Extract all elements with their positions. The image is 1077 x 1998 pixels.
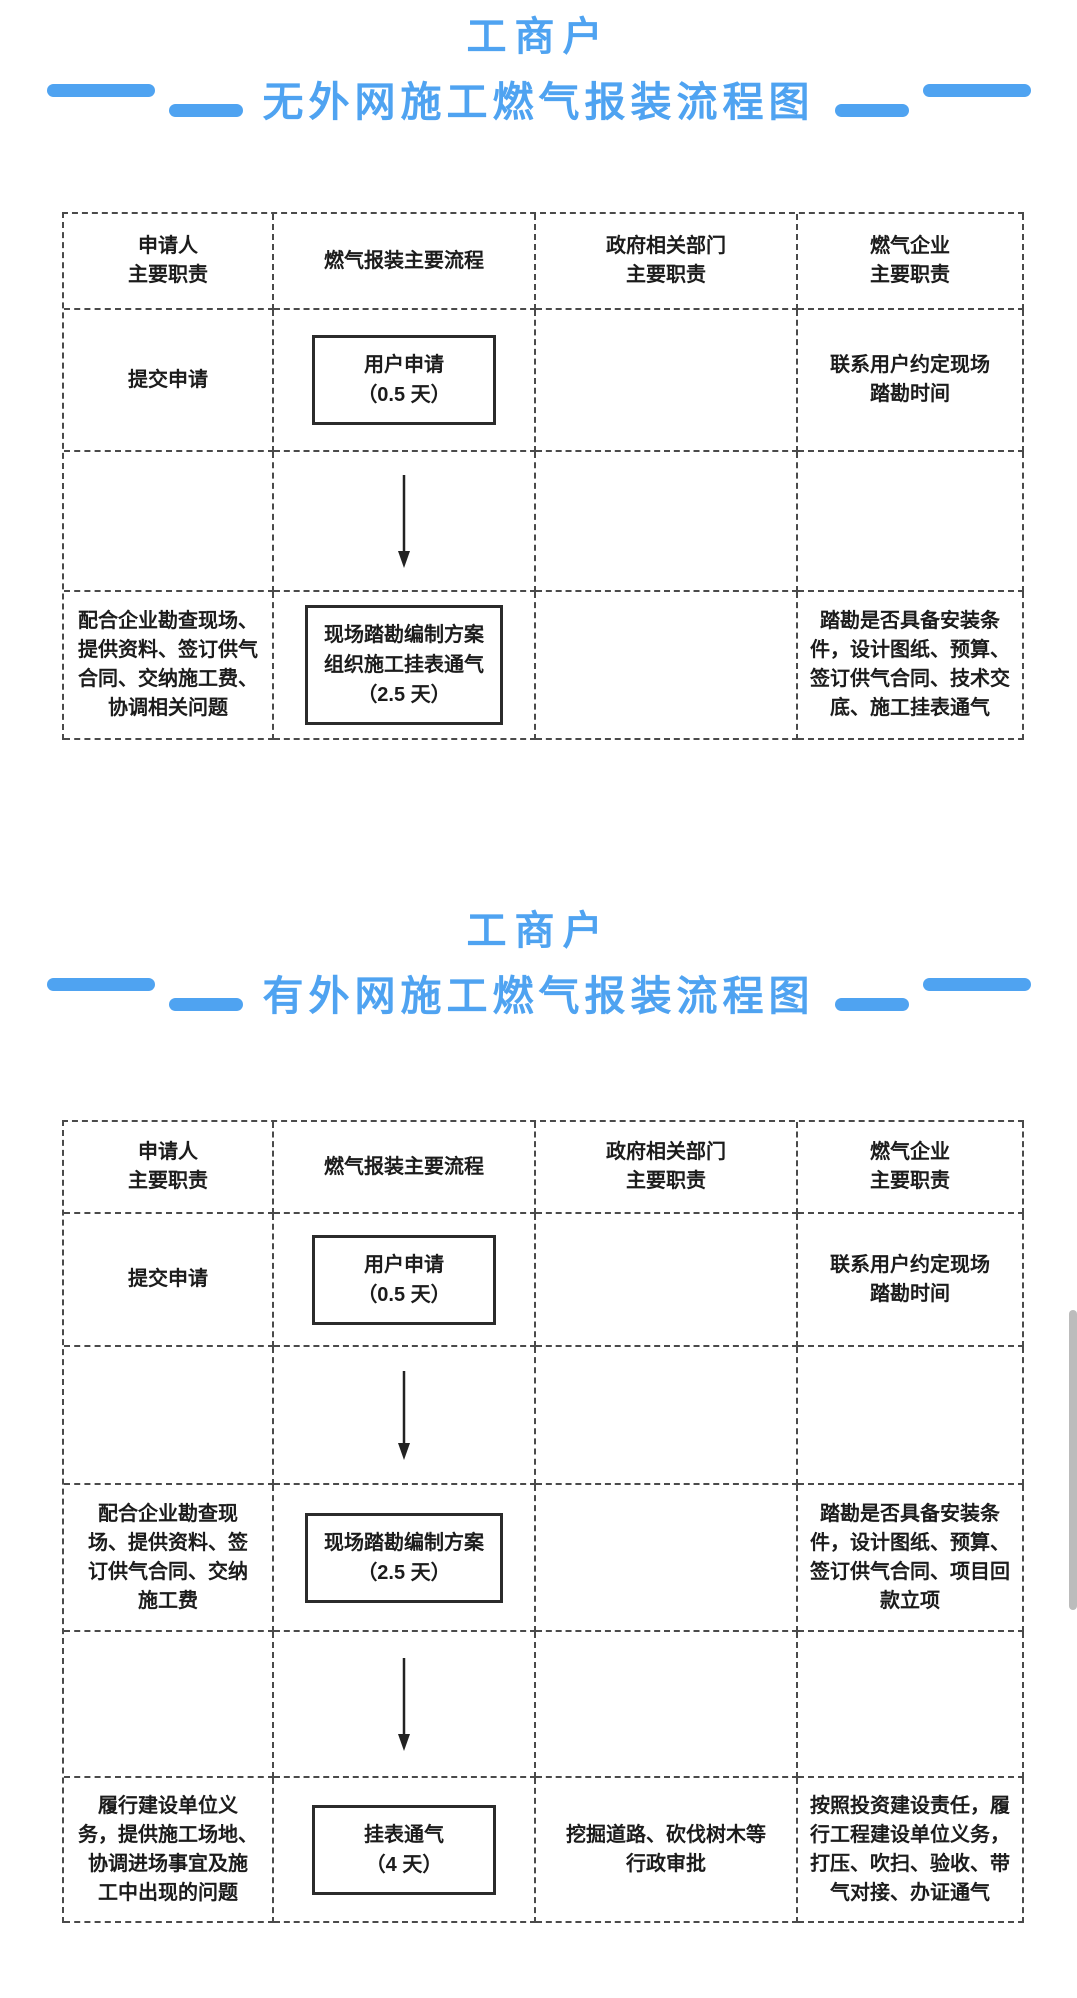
flow-step-box-user-apply: 用户申请 （0.5 天） — [312, 1234, 496, 1325]
decorative-dashes-left-icon — [46, 75, 243, 121]
page-title: 工商户 — [466, 15, 611, 59]
subtitle-row: 有外网施工燃气报装流程图 — [0, 962, 1077, 1022]
section-heading-with-external: 工商户 有外网施工燃气报装流程图 — [0, 908, 1077, 1022]
section-subtitle: 无外网施工燃气报装流程图 — [262, 79, 815, 125]
cell-company-survey: 踏勘是否具备安装条 件，设计图纸、预算、 签订供气合同、技术交 底、施工挂表通气 — [798, 592, 1024, 740]
column-header-government: 政府相关部门 主要职责 — [536, 1122, 798, 1214]
flow-step-box-survey: 现场踏勘编制方案 （2.5 天） — [305, 1512, 503, 1603]
flow-table-with-external: 申请人 主要职责 燃气报装主要流程 政府相关部门 主要职责 燃气企业 主要职责 … — [62, 1120, 1024, 1923]
column-header-process: 燃气报装主要流程 — [274, 1122, 536, 1214]
column-header-applicant: 申请人 主要职责 — [64, 1122, 274, 1214]
cell-company-contact: 联系用户约定现场 踏勘时间 — [798, 1214, 1024, 1347]
page-title: 工商户 — [466, 909, 611, 953]
flow-step-box-survey: 现场踏勘编制方案 组织施工挂表通气 （2.5 天） — [305, 605, 503, 725]
down-arrow-icon — [398, 475, 410, 568]
flow-step-box-user-apply: 用户申请 （0.5 天） — [312, 335, 496, 425]
section-heading-no-external: 工商户 无外网施工燃气报装流程图 — [0, 14, 1077, 128]
cell-step-2: 现场踏勘编制方案 组织施工挂表通气 （2.5 天） — [274, 592, 536, 740]
cell-arrow — [274, 452, 536, 592]
scrollbar-thumb[interactable] — [1069, 1310, 1077, 1610]
cell-company-contact: 联系用户约定现场 踏勘时间 — [798, 310, 1024, 452]
decorative-dashes-right-icon — [834, 969, 1031, 1015]
cell-company-survey: 踏勘是否具备安装条 件，设计图纸、预算、 签订供气合同、项目回 款立项 — [798, 1485, 1024, 1632]
empty-cell — [798, 1632, 1024, 1778]
section-subtitle: 有外网施工燃气报装流程图 — [262, 973, 815, 1019]
column-header-government: 政府相关部门 主要职责 — [536, 214, 798, 310]
down-arrow-icon — [398, 1371, 410, 1460]
cell-gov-approval: 挖掘道路、砍伐树木等 行政审批 — [536, 1778, 798, 1923]
empty-cell — [64, 1632, 274, 1778]
empty-cell — [536, 1632, 798, 1778]
empty-cell — [536, 592, 798, 740]
empty-cell — [536, 1214, 798, 1347]
flow-table-no-external: 申请人 主要职责 燃气报装主要流程 政府相关部门 主要职责 燃气企业 主要职责 … — [62, 212, 1024, 740]
decorative-dashes-left-icon — [46, 969, 243, 1015]
cell-step-1: 用户申请 （0.5 天） — [274, 310, 536, 452]
empty-cell — [536, 1347, 798, 1485]
flow-step-box-meter-gas: 挂表通气 （4 天） — [312, 1804, 496, 1895]
cell-applicant-cooperate: 配合企业勘查现 场、提供资料、签 订供气合同、交纳 施工费 — [64, 1485, 274, 1632]
cell-step-1: 用户申请 （0.5 天） — [274, 1214, 536, 1347]
empty-cell — [536, 310, 798, 452]
empty-cell — [536, 1485, 798, 1632]
cell-applicant-cooperate: 配合企业勘查现场、 提供资料、签订供气 合同、交纳施工费、 协调相关问题 — [64, 592, 274, 740]
cell-arrow — [274, 1347, 536, 1485]
empty-cell — [64, 452, 274, 592]
empty-cell — [64, 1347, 274, 1485]
empty-cell — [798, 1347, 1024, 1485]
column-header-gas-company: 燃气企业 主要职责 — [798, 1122, 1024, 1214]
cell-applicant-submit: 提交申请 — [64, 310, 274, 452]
empty-cell — [798, 452, 1024, 592]
column-header-gas-company: 燃气企业 主要职责 — [798, 214, 1024, 310]
cell-applicant-duty: 履行建设单位义 务，提供施工场地、 协调进场事宜及施 工中出现的问题 — [64, 1778, 274, 1923]
empty-cell — [536, 452, 798, 592]
cell-step-3: 挂表通气 （4 天） — [274, 1778, 536, 1923]
column-header-applicant: 申请人 主要职责 — [64, 214, 274, 310]
column-header-process: 燃气报装主要流程 — [274, 214, 536, 310]
cell-applicant-submit: 提交申请 — [64, 1214, 274, 1347]
cell-step-2: 现场踏勘编制方案 （2.5 天） — [274, 1485, 536, 1632]
decorative-dashes-right-icon — [834, 75, 1031, 121]
cell-company-final: 按照投资建设责任，履 行工程建设单位义务， 打压、吹扫、验收、带 气对接、办证通… — [798, 1778, 1024, 1923]
cell-arrow — [274, 1632, 536, 1778]
subtitle-row: 无外网施工燃气报装流程图 — [0, 68, 1077, 128]
down-arrow-icon — [398, 1658, 410, 1751]
